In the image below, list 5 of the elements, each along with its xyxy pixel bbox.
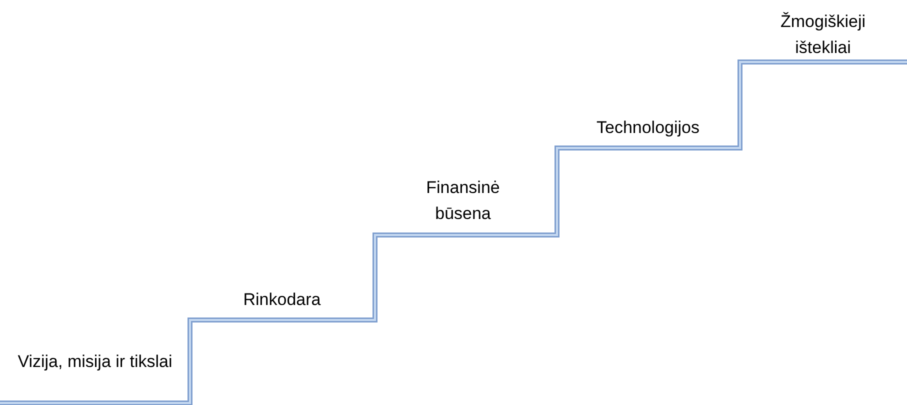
- step-label: Rinkodara: [242, 289, 322, 311]
- step-label: Finansinė būsena: [425, 177, 501, 225]
- step-label: Vizija, misija ir tikslai: [16, 351, 174, 373]
- step-label: Technologijos: [595, 117, 700, 139]
- step-label: Žmogiškieji ištekliai: [779, 11, 867, 59]
